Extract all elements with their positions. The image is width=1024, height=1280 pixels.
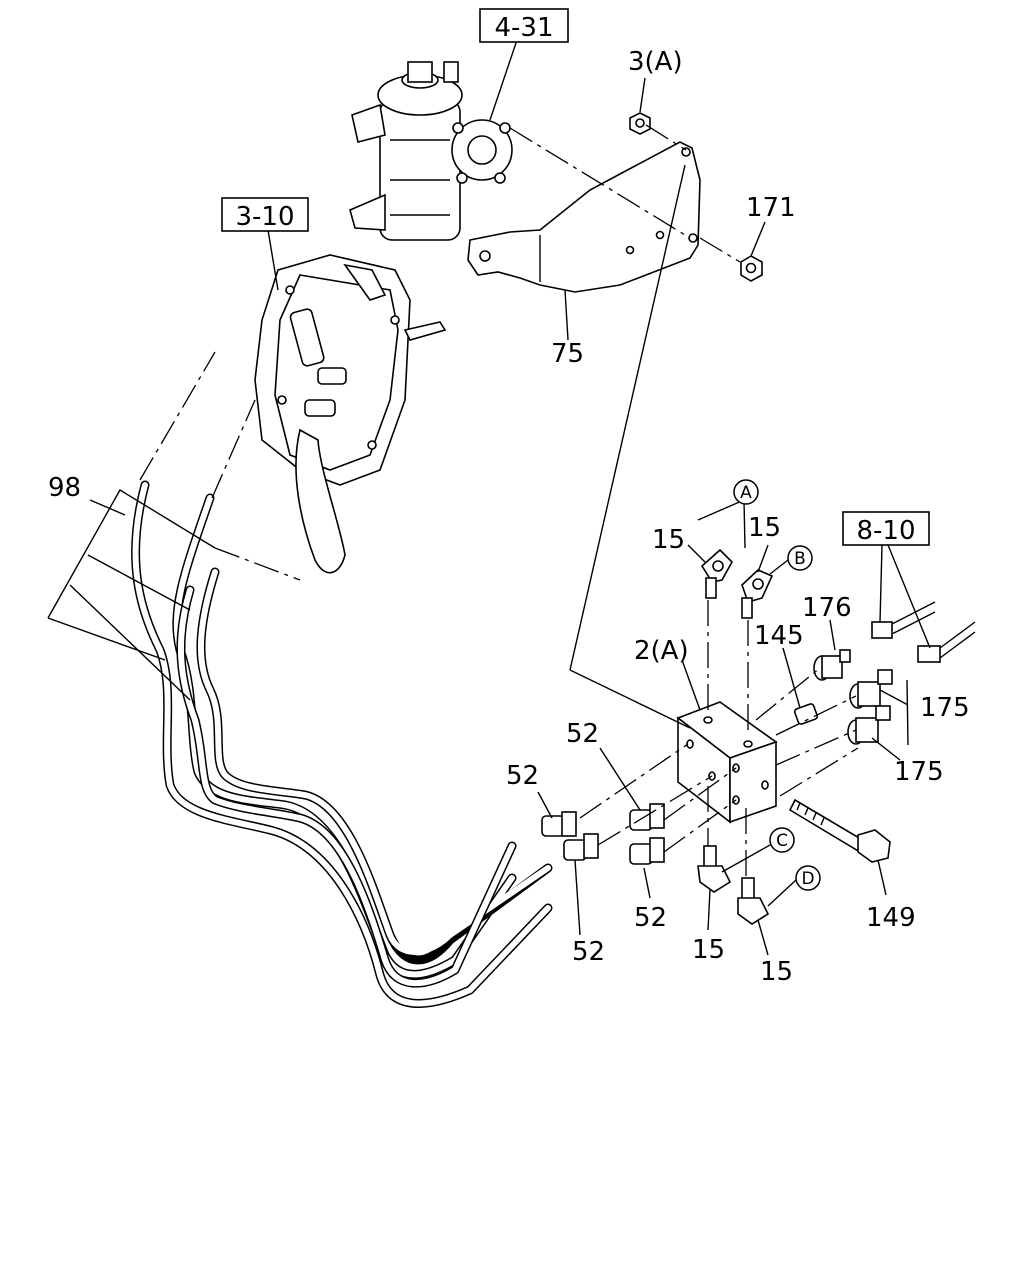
fitting-15-lower-left bbox=[697, 845, 732, 893]
label-145[interactable]: 145 bbox=[754, 621, 804, 651]
label-52-c[interactable]: 52 bbox=[634, 903, 667, 933]
label-175-b[interactable]: 175 bbox=[894, 757, 944, 787]
callout-b[interactable]: B bbox=[787, 545, 813, 571]
callout-c[interactable]: C bbox=[769, 827, 795, 853]
label-52-a[interactable]: 52 bbox=[566, 719, 599, 749]
label-2a[interactable]: 2(A) bbox=[634, 636, 689, 666]
union-52-c bbox=[563, 833, 599, 861]
switch-175-lower bbox=[847, 705, 891, 745]
label-149[interactable]: 149 bbox=[866, 903, 916, 933]
callout-c-label: C bbox=[776, 831, 788, 851]
label-3a[interactable]: 3(A) bbox=[628, 47, 683, 77]
fitting-15-upper-right bbox=[741, 569, 774, 619]
label-171[interactable]: 171 bbox=[746, 193, 796, 223]
switch-176 bbox=[813, 649, 851, 681]
pedal-assembly bbox=[254, 254, 447, 574]
bracket-75 bbox=[467, 141, 701, 293]
label-15-a[interactable]: 15 bbox=[652, 525, 685, 555]
union-52-a bbox=[541, 811, 577, 837]
connector-8-10 bbox=[871, 601, 976, 663]
fitting-15-upper-left bbox=[700, 548, 733, 599]
junction-block bbox=[676, 701, 778, 824]
pipe-bundle bbox=[131, 480, 553, 1008]
ref-box-8-10[interactable]: 8-10 bbox=[842, 511, 930, 546]
callout-a-label: A bbox=[740, 483, 752, 503]
fitting-15-lower-right bbox=[737, 877, 770, 925]
label-175-a[interactable]: 175 bbox=[920, 693, 970, 723]
callout-d-label: D bbox=[801, 869, 814, 889]
label-52-b[interactable]: 52 bbox=[506, 761, 539, 791]
label-15-b[interactable]: 15 bbox=[748, 513, 781, 543]
callout-a[interactable]: A bbox=[733, 479, 759, 505]
label-176[interactable]: 176 bbox=[802, 593, 852, 623]
callout-b-label: B bbox=[794, 549, 806, 569]
label-15-c[interactable]: 15 bbox=[692, 935, 725, 965]
nut-3a bbox=[629, 112, 651, 135]
label-75[interactable]: 75 bbox=[551, 339, 584, 369]
label-98[interactable]: 98 bbox=[48, 473, 81, 503]
label-52-d[interactable]: 52 bbox=[572, 937, 605, 967]
switch-175-upper bbox=[849, 669, 893, 709]
ref-4-31-label: 4-31 bbox=[494, 13, 553, 43]
union-52-d bbox=[629, 837, 665, 865]
plug-145 bbox=[793, 703, 819, 725]
bolt-149 bbox=[788, 798, 891, 863]
callout-d[interactable]: D bbox=[795, 865, 821, 891]
leader-lines bbox=[47, 39, 931, 956]
ref-box-4-31[interactable]: 4-31 bbox=[479, 8, 569, 43]
steering-gear bbox=[349, 61, 513, 241]
label-15-d[interactable]: 15 bbox=[760, 957, 793, 987]
nut-171 bbox=[740, 255, 763, 282]
union-52-b bbox=[629, 803, 665, 831]
ref-8-10-label: 8-10 bbox=[856, 516, 915, 546]
ref-box-3-10[interactable]: 3-10 bbox=[221, 197, 309, 232]
ref-3-10-label: 3-10 bbox=[235, 202, 294, 232]
